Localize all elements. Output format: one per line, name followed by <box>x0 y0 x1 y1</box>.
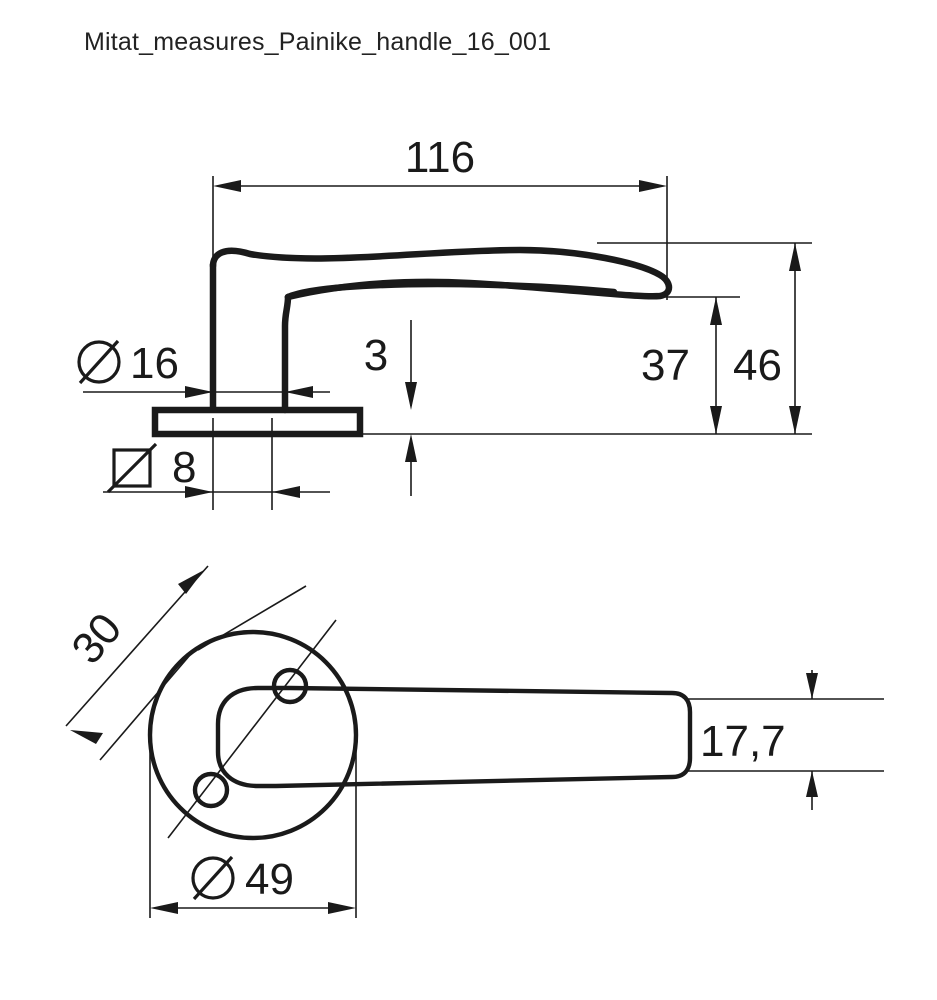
dimension-neck-diameter-16: 16 <box>77 339 330 398</box>
diameter-icon-16 <box>77 339 121 385</box>
dimension-label-116: 116 <box>405 133 475 182</box>
dimension-label-8: 8 <box>172 443 196 492</box>
arrowhead-46-bottom <box>789 406 801 434</box>
rose-plate-side-section <box>151 406 364 438</box>
arrowhead-16-right <box>285 386 313 398</box>
diameter-icon-49 <box>191 855 235 901</box>
arrowhead-8-right <box>272 486 300 498</box>
neck-right-edge <box>281 293 292 414</box>
extension-line-30-b <box>197 585 307 651</box>
arrowhead-116-right <box>639 180 667 192</box>
arrowhead-30-upper <box>178 570 204 594</box>
side-elevation-view: 116 16 <box>77 133 812 510</box>
extension-line-30-a <box>99 647 197 761</box>
dimension-label-46: 46 <box>733 341 782 390</box>
plan-view: 30 49 17,7 <box>62 565 884 918</box>
handle-lever-plan <box>215 685 693 789</box>
dimension-label-16: 16 <box>130 339 179 388</box>
square-slash <box>106 442 158 494</box>
dimension-label-177: 17,7 <box>700 717 786 766</box>
dimension-spindle-8: 8 <box>103 442 330 498</box>
square-icon-8 <box>106 442 158 494</box>
arrowhead-3-bottom <box>405 434 417 462</box>
diameter-circle-49 <box>191 856 235 900</box>
rose-circle <box>147 629 359 841</box>
rose-plate-rect <box>151 406 364 438</box>
arrowhead-16-left <box>185 386 213 398</box>
side-extension-lines <box>212 176 812 510</box>
dimension-label-3: 3 <box>364 331 388 380</box>
dimension-handle-width-177: 17,7 <box>686 670 884 810</box>
handle-lever-profile <box>209 246 673 301</box>
arrowhead-30-lower <box>70 730 103 744</box>
arrowhead-177-bottom <box>806 771 818 797</box>
arrowhead-116-left <box>213 180 241 192</box>
diameter-circle <box>77 340 121 384</box>
dimension-height-46: 46 <box>733 243 801 434</box>
dimension-line-30 <box>65 565 209 727</box>
arrowhead-177-top <box>806 673 818 699</box>
handle-arm-outline <box>215 685 693 789</box>
drawing-title: Mitat_measures_Painike_handle_16_001 <box>84 28 552 56</box>
dimension-line-30-leader <box>167 619 337 839</box>
dimension-length-116: 116 <box>213 133 667 192</box>
diameter-slash-49 <box>192 855 234 901</box>
arrowhead-8-left <box>185 486 213 498</box>
dimension-plate-thickness-3: 3 <box>364 320 417 496</box>
arrowhead-37-bottom <box>710 406 722 434</box>
dimension-height-37: 37 <box>641 297 722 434</box>
handle-inner-edge <box>284 280 618 301</box>
arrowhead-3-top <box>405 382 417 410</box>
screw-hole-lower <box>192 771 230 809</box>
arrowhead-49-left <box>150 902 178 914</box>
handle-neck <box>209 264 292 414</box>
diameter-slash <box>78 339 120 385</box>
arrowhead-46-top <box>789 243 801 271</box>
square-outline <box>112 448 152 488</box>
dimension-label-49: 49 <box>245 855 294 904</box>
dimension-rose-diameter-49: 49 <box>149 745 357 918</box>
arrowhead-49-right <box>328 902 356 914</box>
dimension-label-37: 37 <box>641 341 690 390</box>
arrowhead-37-top <box>710 297 722 325</box>
